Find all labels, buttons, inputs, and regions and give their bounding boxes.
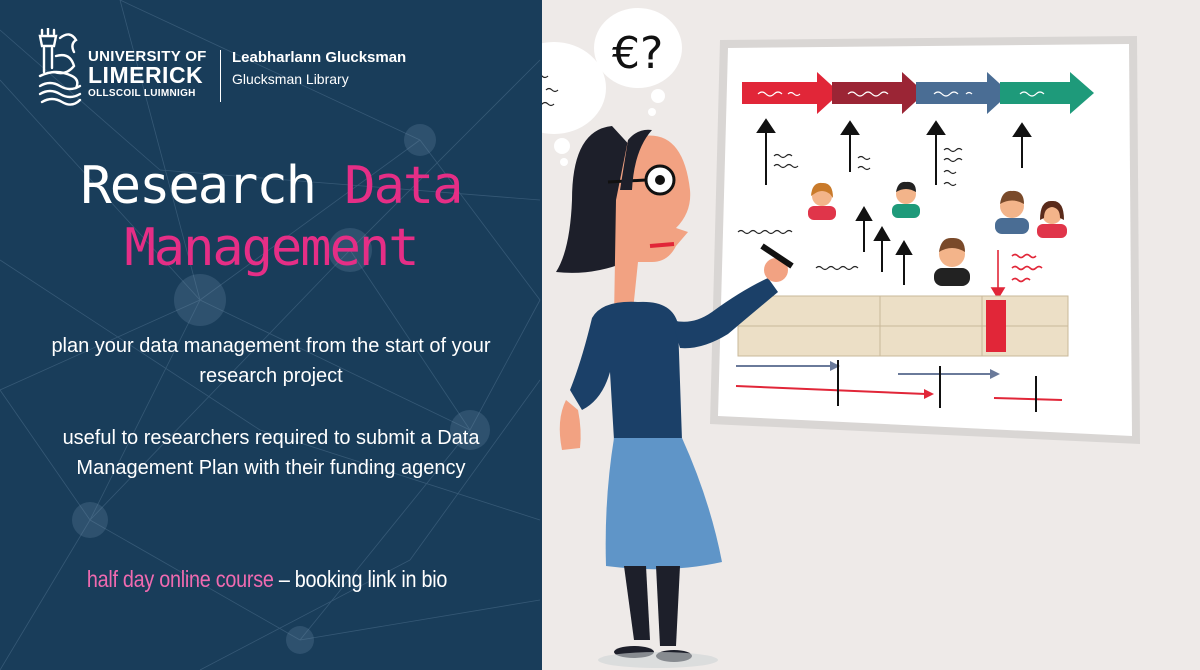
up-arrows bbox=[756, 118, 1032, 285]
illustration-panel: €? bbox=[542, 0, 1200, 670]
team-avatars bbox=[808, 181, 1067, 286]
headline: Research Data Management bbox=[0, 155, 542, 279]
timeline-arrows bbox=[742, 72, 1094, 114]
logo-divider bbox=[220, 50, 221, 102]
logo-line-3: OLLSCOIL LUIMNIGH bbox=[88, 88, 196, 99]
university-logo[interactable]: UNIVERSITY OF LIMERICK OLLSCOIL LUIMNIGH… bbox=[36, 28, 456, 108]
library-name-irish: Leabharlann Glucksman bbox=[232, 49, 407, 66]
euro-question-symbol: €? bbox=[612, 28, 663, 79]
researcher-illustration: €? bbox=[542, 8, 1140, 668]
headline-word-research: Research bbox=[80, 156, 317, 216]
thought-bubble-euro: €? bbox=[594, 8, 682, 116]
info-panel: UNIVERSITY OF LIMERICK OLLSCOIL LUIMNIGH… bbox=[0, 0, 542, 670]
data-table bbox=[737, 295, 1069, 357]
course-booking-text: – booking link in bio bbox=[273, 566, 448, 592]
description-line-1: plan your data management from the start… bbox=[51, 335, 491, 387]
description-line-2: useful to researchers required to submit… bbox=[62, 427, 480, 479]
headline-word-data: Data bbox=[344, 156, 463, 216]
headline-word-management: Management bbox=[124, 218, 419, 278]
course-info: half day online course – booking link in… bbox=[37, 566, 496, 593]
network-background bbox=[0, 0, 541, 670]
logo-line-1: UNIVERSITY OF bbox=[88, 48, 207, 65]
library-name-english: Glucksman Library bbox=[232, 71, 349, 87]
thought-bubble-notes bbox=[542, 42, 606, 166]
university-crest-icon bbox=[38, 28, 82, 106]
logo-line-2: LIMERICK bbox=[88, 62, 204, 88]
researcher-figure bbox=[556, 126, 794, 668]
course-highlight: half day online course bbox=[86, 566, 274, 592]
